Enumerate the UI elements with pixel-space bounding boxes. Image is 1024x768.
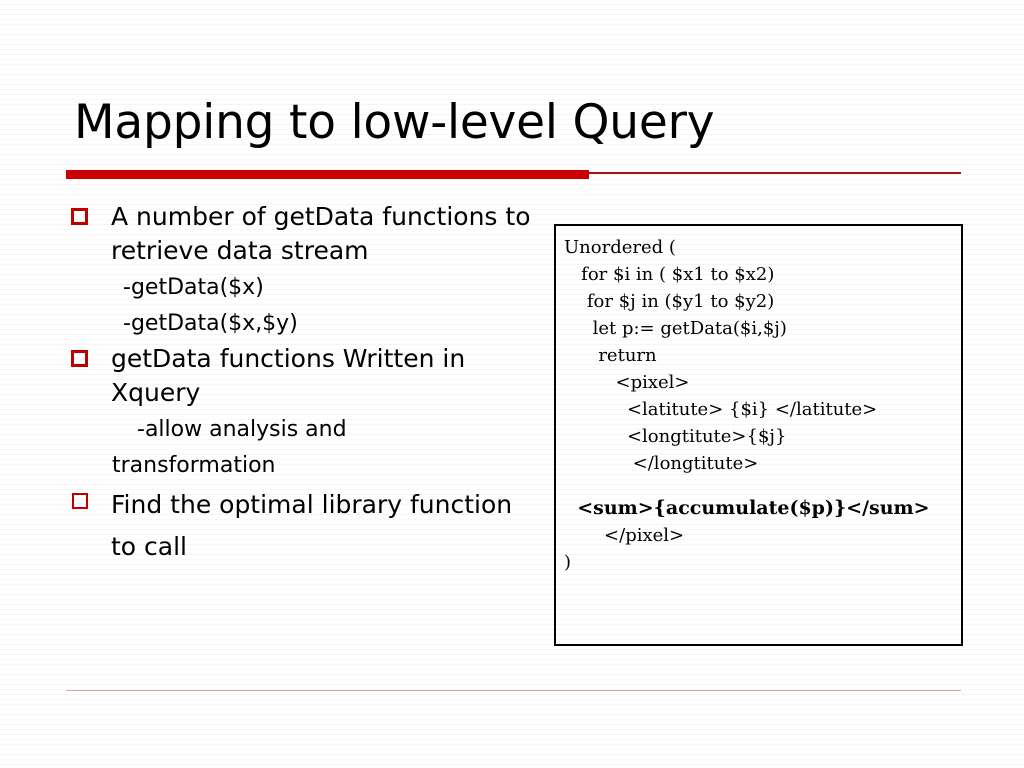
list-item: A number of getData functions to retriev… xyxy=(66,200,536,268)
code-line: <sum>{accumulate($p)}</sum> xyxy=(564,497,930,519)
sub-bullet-text: -getData($x) xyxy=(123,275,264,300)
code-line: </longtitute> xyxy=(564,453,759,474)
xquery-code-box: Unordered ( for $i in ( $x1 to $x2) for … xyxy=(554,224,963,646)
bullet-text: getData functions Written in Xquery xyxy=(111,344,466,407)
code-line: return xyxy=(564,345,657,366)
sub-bullet-text: -getData($x,$y) xyxy=(123,311,298,336)
title-accent-bar xyxy=(66,170,589,179)
title-accent-line xyxy=(589,172,961,174)
square-bullet-icon xyxy=(71,208,88,225)
code-line: let p:= getData($i,$j) xyxy=(564,318,787,339)
code-line: ) xyxy=(564,552,572,573)
page-title: Mapping to low-level Query xyxy=(74,95,715,150)
code-line: <pixel> xyxy=(564,372,690,393)
code-line: for $i in ( $x1 to $x2) xyxy=(564,264,775,285)
list-item: Find the optimal library function to cal… xyxy=(66,484,536,568)
sub-bullet-text: transformation xyxy=(112,453,276,478)
square-bullet-icon xyxy=(72,493,88,509)
footer-divider xyxy=(66,690,961,691)
list-item: getData functions Written in Xquery xyxy=(66,342,536,410)
sub-bullet-text: -allow analysis and xyxy=(137,417,347,442)
code-line-list: Unordered ( for $i in ( $x1 to $x2) for … xyxy=(556,226,961,576)
code-line: for $j in ($y1 to $y2) xyxy=(564,291,775,312)
code-line: <latitute> {$i} </latitute> xyxy=(564,399,878,420)
square-bullet-icon xyxy=(71,350,88,367)
bullet-text: A number of getData functions to retriev… xyxy=(111,202,531,265)
code-line-blank xyxy=(564,477,961,495)
code-line: </pixel> xyxy=(564,525,685,546)
code-line: Unordered ( xyxy=(564,237,676,258)
code-line: <longtitute>{$j} xyxy=(564,426,787,447)
bullet-list: A number of getData functions to retriev… xyxy=(66,200,536,570)
bullet-text: Find the optimal library function to cal… xyxy=(111,490,513,561)
